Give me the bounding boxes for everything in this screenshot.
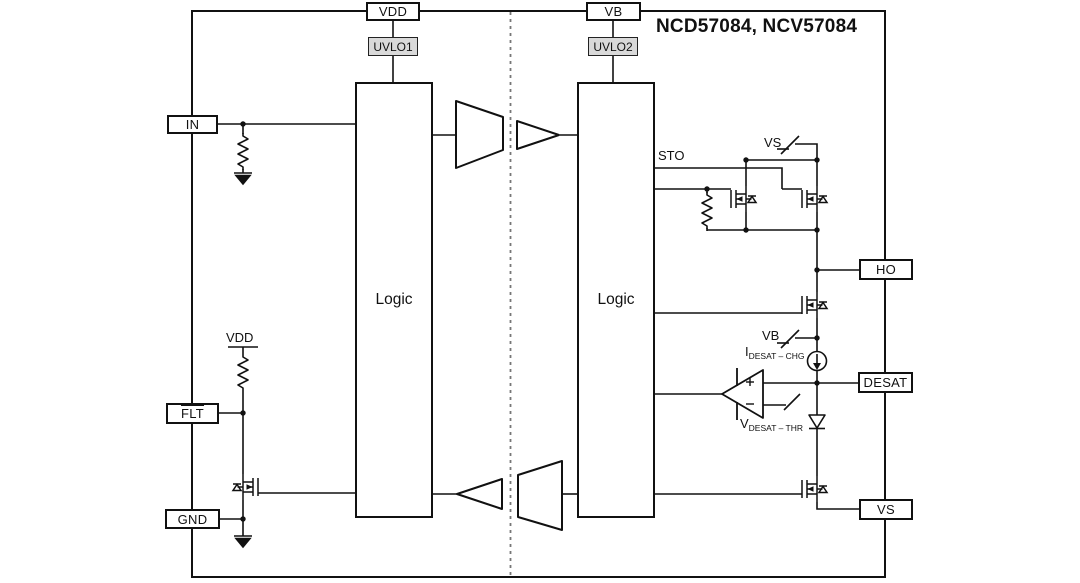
label-i-desat-chg-sub: DESAT – CHG [748,351,805,361]
mosfet-sto-right [801,185,828,213]
pin-in: IN [167,115,218,134]
ground-symbol-in [233,172,253,185]
comparator-desat [721,368,764,420]
label-v-desat-thr-sub: DESAT – THR [748,423,803,433]
mosfet-ho-pulldown [801,291,828,319]
pin-ho: HO [859,259,913,280]
block-logic-secondary: Logic [577,82,655,518]
switch-vb [777,329,800,349]
block-uvlo2: UVLO2 [588,37,638,56]
resistor-flt-pullup [237,353,249,392]
wires [218,20,859,536]
ground-symbol-gnd [233,535,253,548]
pin-gnd: GND [165,509,220,529]
mosfet-sto-left [730,185,757,213]
label-vb-switch: VB [762,328,780,343]
label-vs-switch: VS [764,135,782,150]
resistor-sto-gate [701,191,713,230]
junction-dots [240,121,820,522]
pin-flt: FLT [166,403,219,424]
label-sto: STO [658,148,685,163]
label-v-desat-thr-main: V [740,416,749,431]
block-logic-primary: Logic [355,82,433,518]
label-v-desat-thr: VDESAT – THR [740,416,803,433]
pin-vs: VS [859,499,913,520]
diode-desat [808,414,826,430]
current-source-desat-chg [806,350,828,372]
label-i-desat-chg: IDESAT – CHG [745,344,805,361]
pin-desat: DESAT [858,372,913,393]
buffer-bottom-feedback [456,460,563,531]
block-uvlo1: UVLO1 [368,37,418,56]
buffer-top-driver [455,100,560,169]
mosfet-vs-clamp [801,475,828,503]
resistor-in-pulldown [237,132,249,171]
switch-vs [777,135,800,155]
part-number-title: NCD57084, NCV57084 [656,16,858,37]
label-vdd-rail: VDD [226,330,254,345]
mosfet-flt-pulldown [232,473,259,501]
pin-vb: VB [586,2,641,21]
pin-vdd: VDD [366,2,420,21]
package-boundary [191,10,886,578]
switch-desat-thr [783,393,801,411]
label-i-desat-chg-main: I [745,344,749,359]
